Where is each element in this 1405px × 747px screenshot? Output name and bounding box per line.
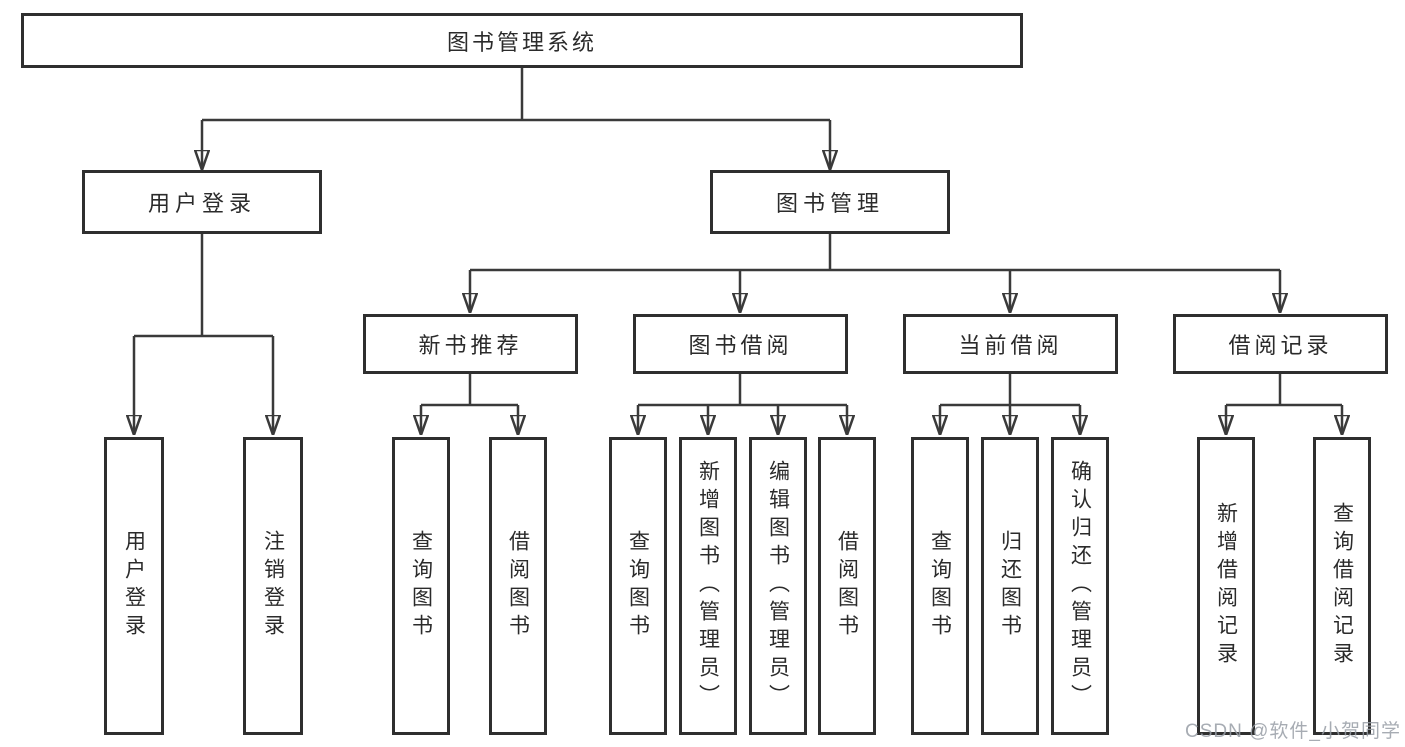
- leaf-nb-query-books: 查询图书: [392, 437, 450, 735]
- leaf-bb-edit-books-admin: 编辑图书（管理员）: [749, 437, 807, 735]
- node-borrow-records: 借阅记录: [1173, 314, 1388, 374]
- leaf-bb-add-books-admin-label: 新增图书（管理员）: [696, 460, 720, 712]
- connector-new-books-to-leaves: [421, 374, 518, 432]
- node-new-books-label: 新书推荐: [418, 333, 523, 358]
- connector-borrow-records-to-leaves: [1226, 374, 1342, 432]
- node-current-borrow: 当前借阅: [903, 314, 1118, 374]
- leaf-nb-borrow-books-label: 借阅图书: [506, 530, 530, 642]
- connector-book-borrow-to-leaves: [638, 374, 847, 432]
- leaf-bb-borrow-books-label: 借阅图书: [835, 530, 859, 642]
- node-book-borrow: 图书借阅: [633, 314, 848, 374]
- leaf-logout-label: 注销登录: [261, 530, 285, 642]
- leaf-bb-query-books: 查询图书: [609, 437, 667, 735]
- node-new-books: 新书推荐: [363, 314, 578, 374]
- leaf-br-add-record-label: 新增借阅记录: [1214, 502, 1238, 670]
- leaf-bb-edit-books-admin-label: 编辑图书（管理员）: [766, 460, 790, 712]
- node-user-login-label: 用户登录: [147, 191, 256, 216]
- node-book-borrow-label: 图书借阅: [688, 333, 793, 358]
- node-root: 图书管理系统: [21, 13, 1023, 68]
- leaf-logout: 注销登录: [243, 437, 303, 735]
- leaf-bb-add-books-admin: 新增图书（管理员）: [679, 437, 737, 735]
- leaf-user-login: 用户登录: [104, 437, 164, 735]
- node-current-borrow-label: 当前借阅: [958, 333, 1063, 358]
- leaf-cb-query-books: 查询图书: [911, 437, 969, 735]
- leaf-cb-confirm-return-admin: 确认归还（管理员）: [1051, 437, 1109, 735]
- leaf-br-query-record-label: 查询借阅记录: [1330, 502, 1354, 670]
- leaf-cb-query-books-label: 查询图书: [928, 530, 952, 642]
- leaf-cb-confirm-return-admin-label: 确认归还（管理员）: [1068, 460, 1092, 712]
- node-user-login: 用户登录: [82, 170, 322, 234]
- node-book-mgmt-label: 图书管理: [775, 191, 884, 216]
- node-borrow-records-label: 借阅记录: [1228, 333, 1333, 358]
- node-root-label: 图书管理系统: [446, 29, 597, 55]
- leaf-nb-borrow-books: 借阅图书: [489, 437, 547, 735]
- leaf-bb-borrow-books: 借阅图书: [818, 437, 876, 735]
- connector-user-login-to-leaves: [134, 234, 273, 432]
- node-book-mgmt: 图书管理: [710, 170, 950, 234]
- leaf-br-add-record: 新增借阅记录: [1197, 437, 1255, 735]
- leaf-cb-return-books: 归还图书: [981, 437, 1039, 735]
- connector-root-to-level1: [202, 68, 830, 167]
- leaf-cb-return-books-label: 归还图书: [998, 530, 1022, 642]
- leaf-user-login-label: 用户登录: [122, 530, 146, 642]
- connector-current-borrow-to-leaves: [940, 374, 1080, 432]
- leaf-bb-query-books-label: 查询图书: [626, 530, 650, 642]
- leaf-br-query-record: 查询借阅记录: [1313, 437, 1371, 735]
- connector-book-mgmt-to-level2: [470, 234, 1280, 310]
- leaf-nb-query-books-label: 查询图书: [409, 530, 433, 642]
